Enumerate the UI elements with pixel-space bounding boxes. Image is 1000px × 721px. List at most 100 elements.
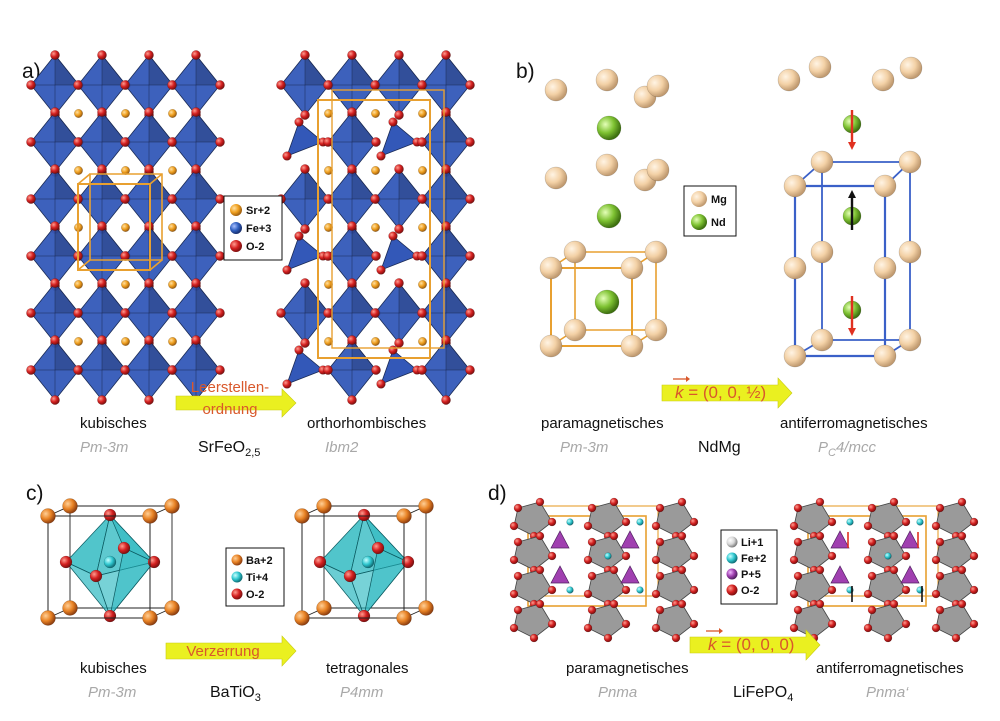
- oxygen-atom: [535, 565, 545, 575]
- oxygen-atom: [50, 395, 60, 405]
- spin-arrow-head-icon: [848, 142, 856, 150]
- legend-panel-d: Li+1 Fe+2 P+5 O-2: [720, 529, 778, 605]
- oxygen-atom: [789, 589, 799, 599]
- oxygen-atom: [793, 537, 803, 547]
- oxygen-atom: [827, 619, 837, 629]
- mg-atom: [646, 158, 670, 182]
- oxygen-atom: [969, 585, 979, 595]
- oxygen-atom: [417, 137, 427, 147]
- oxygen-atom: [26, 251, 36, 261]
- crystal-structure-antiferromagnetic-lifepo4: [789, 497, 979, 643]
- oxygen-atom: [50, 221, 60, 231]
- mg-atom: [646, 74, 670, 98]
- mg-atom: [595, 153, 619, 177]
- mg-atom: [898, 328, 922, 352]
- oxygen-atom: [147, 555, 161, 569]
- oxygen-atom: [867, 537, 877, 547]
- panel-d: d) Li+1 Fe+2 P+5 O-2 k = (0, 0, 0) param…: [488, 482, 979, 704]
- oxygen-atom: [513, 571, 523, 581]
- oxygen-atom: [417, 365, 427, 375]
- crystal-structure-paramagnetic-lifepo4: [509, 497, 699, 643]
- oxygen-atom: [376, 265, 386, 275]
- sr-atom: [418, 280, 427, 289]
- oxygen-atom: [789, 555, 799, 565]
- oxygen-atom: [59, 555, 73, 569]
- mg-atom: [777, 68, 801, 92]
- legend-label-o: O-2: [246, 241, 264, 253]
- oxygen-atom: [191, 221, 201, 231]
- oxygen-atom: [931, 623, 941, 633]
- oxygen-atom: [935, 571, 945, 581]
- oxygen-atom: [655, 571, 665, 581]
- oxygen-atom: [323, 137, 333, 147]
- oxygen-atom: [957, 565, 967, 575]
- oxygen-atom: [509, 589, 519, 599]
- oxygen-atom: [957, 531, 967, 541]
- mg-atom: [620, 256, 644, 280]
- oxygen-atom: [313, 555, 327, 569]
- oxygen-atom: [603, 633, 613, 643]
- octahedron-shade: [446, 226, 470, 256]
- oxygen-atom: [215, 80, 225, 90]
- oxygen-atom: [73, 308, 83, 318]
- oxygen-atom: [300, 278, 310, 288]
- oxygen-atom: [513, 537, 523, 547]
- ba-atom: [294, 508, 310, 524]
- oxygen-atom: [587, 503, 597, 513]
- mg-atom: [783, 256, 807, 280]
- octahedron-shade: [149, 340, 173, 370]
- mg-atom: [563, 318, 587, 342]
- space-group-c-right: P4mm: [340, 684, 383, 701]
- oxygen-atom: [901, 551, 911, 561]
- unit-cell-outline-back: [331, 89, 445, 349]
- oxygen-atom: [931, 589, 941, 599]
- mg-atom: [539, 256, 563, 280]
- ba-atom: [40, 610, 56, 626]
- oxygen-atom: [827, 551, 837, 561]
- nd-atom: [596, 203, 622, 229]
- oxygen-atom: [547, 585, 557, 595]
- legend-dot-fe-d: [726, 552, 738, 564]
- magnetic-cell-outline: [793, 184, 887, 358]
- po4-tetrahedron: [620, 565, 640, 584]
- oxygen-atom: [167, 251, 177, 261]
- ba-atom: [396, 610, 412, 626]
- unit-cell-edge: [149, 259, 163, 271]
- oxygen-atom: [441, 395, 451, 405]
- oxygen-atom: [120, 194, 130, 204]
- octahedron-shade: [446, 340, 470, 370]
- octahedron-shade: [399, 283, 423, 313]
- oxygen-atom: [300, 50, 310, 60]
- oxygen-atom: [117, 541, 131, 555]
- space-group-c-left: Pm-3m: [88, 684, 136, 701]
- fe-atom: [604, 552, 612, 560]
- sr-atom: [418, 223, 427, 232]
- oxygen-atom: [394, 50, 404, 60]
- sr-atom: [418, 166, 427, 175]
- oxygen-atom: [371, 251, 381, 261]
- ba-atom: [418, 600, 434, 616]
- oxygen-atom: [347, 221, 357, 231]
- mg-atom: [620, 334, 644, 358]
- mg-atom: [783, 344, 807, 368]
- legend-label-p: P+5: [741, 569, 761, 581]
- oxygen-atom: [215, 137, 225, 147]
- sr-atom: [168, 223, 177, 232]
- oxygen-atom: [120, 80, 130, 90]
- oxygen-atom: [323, 80, 333, 90]
- oxygen-atom: [167, 194, 177, 204]
- oxygen-atom: [347, 335, 357, 345]
- sr-atom: [371, 223, 380, 232]
- oxygen-atom: [883, 633, 893, 643]
- octahedron-shade: [102, 340, 126, 370]
- sr-atom: [168, 337, 177, 346]
- mg-atom: [871, 68, 895, 92]
- mg-atom: [873, 344, 897, 368]
- fe-atom: [566, 586, 574, 594]
- legend-label-li: Li+1: [741, 537, 763, 549]
- oxygen-atom: [957, 599, 967, 609]
- sr-atom: [74, 337, 83, 346]
- sr-atom: [168, 166, 177, 175]
- oxygen-atom: [969, 619, 979, 629]
- fe-atom: [884, 552, 892, 560]
